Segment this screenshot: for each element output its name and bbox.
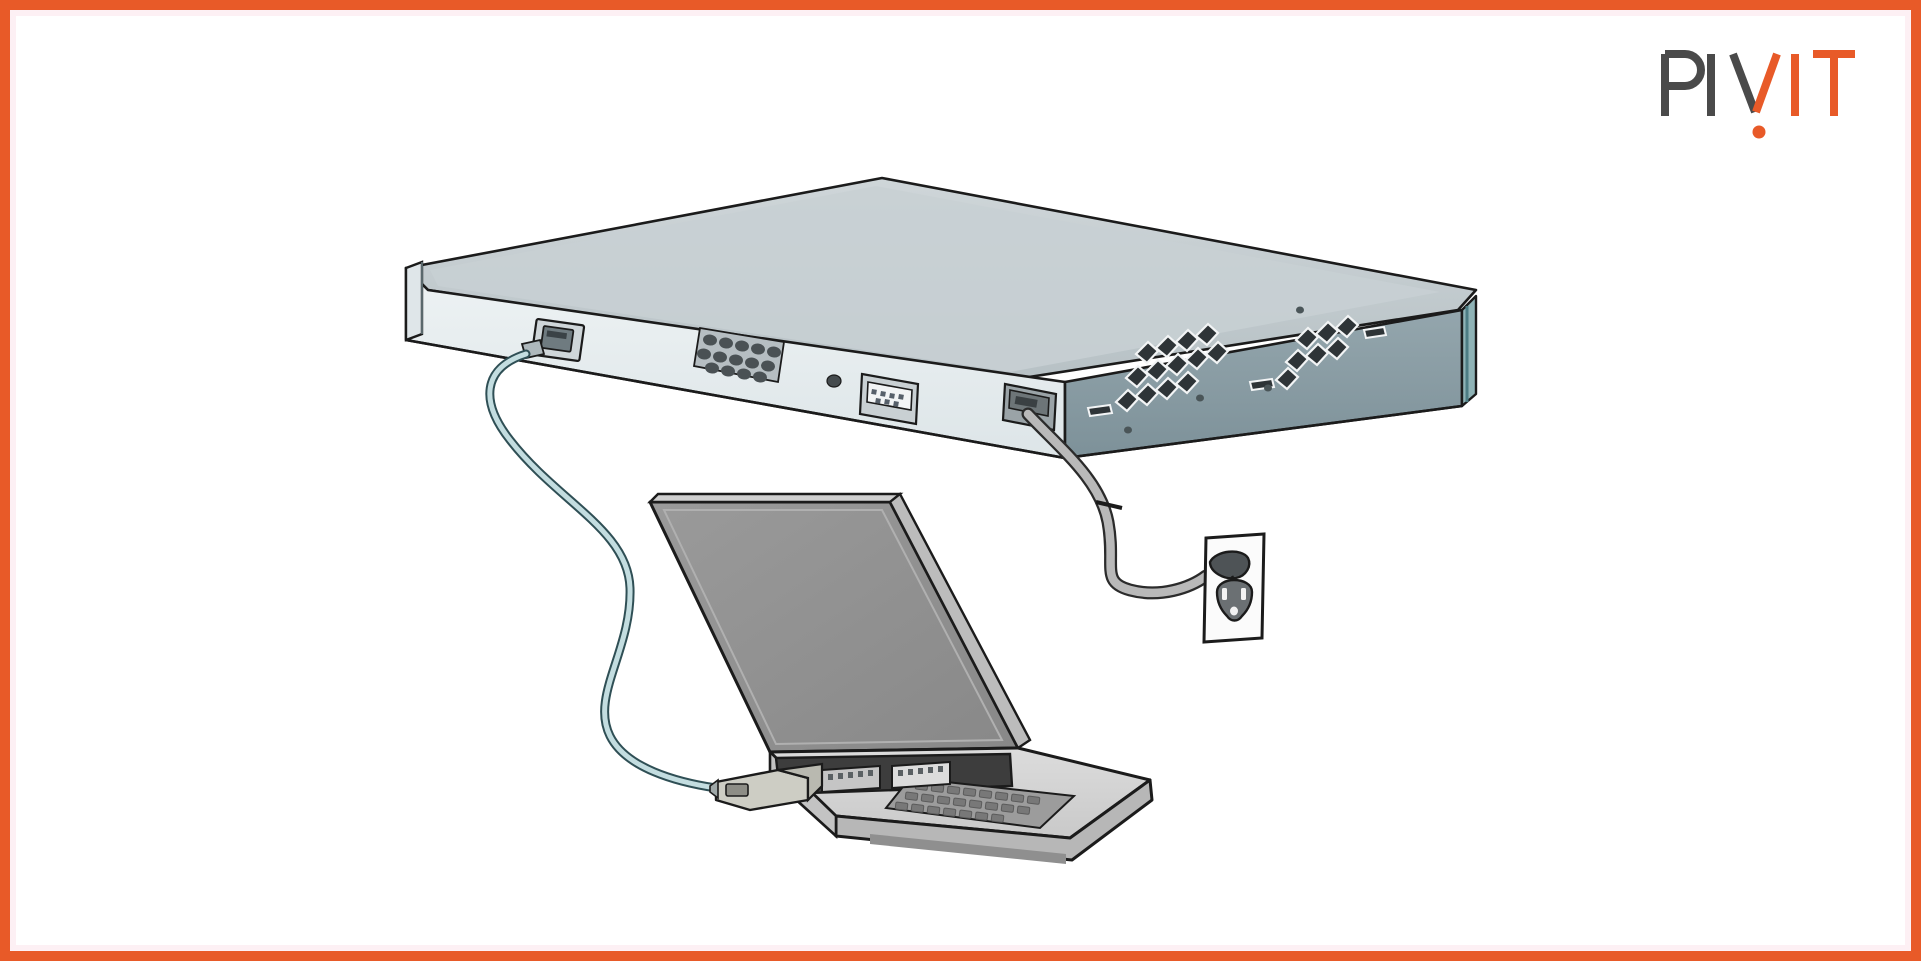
vent-grille [692,326,786,384]
power-inlet [1001,382,1058,432]
switch-right-edge [1460,294,1478,408]
right-panel-screws [1124,306,1304,434]
border-top [0,0,1921,10]
panel-screw-1 [826,374,842,388]
laptop-keyboard [884,776,1077,830]
connection-diagram [404,176,1478,864]
pivit-logo-svg [1661,50,1855,139]
power-cable-tie [1095,500,1123,510]
pivit-logo [1659,48,1859,145]
laptop-rear-ports [821,760,951,794]
wall-outlet [1202,532,1266,644]
illustration-stage [10,10,1911,951]
border-right [1911,0,1921,961]
border-bottom [0,951,1921,961]
border-left [0,0,10,961]
laptop-lid-bevel [647,492,904,504]
switch-left-endcap [404,260,424,342]
outlet-bottom-socket [1215,578,1254,622]
logo-letter-v-right-accent [1752,52,1781,114]
network-switch [404,176,1478,460]
logo-letter-t [1813,50,1855,116]
logo-letter-v-left [1729,52,1759,114]
power-cable [1021,407,1213,600]
laptop-lid-inner-line [662,509,1004,746]
outlet-plug [1208,550,1251,585]
laptop-front-stripe [870,834,1066,864]
serial-adapter [709,762,824,812]
laptop [647,492,1154,864]
console-port [530,317,586,363]
console-cable [485,349,721,793]
logo-letter-p [1661,50,1705,116]
switch-top-face-highlight [430,186,1440,372]
laptop-lid-right-bevel [888,492,1032,750]
logo-accent-dot [1752,125,1766,139]
serial-port [858,372,920,426]
fan-vents [1114,314,1360,413]
